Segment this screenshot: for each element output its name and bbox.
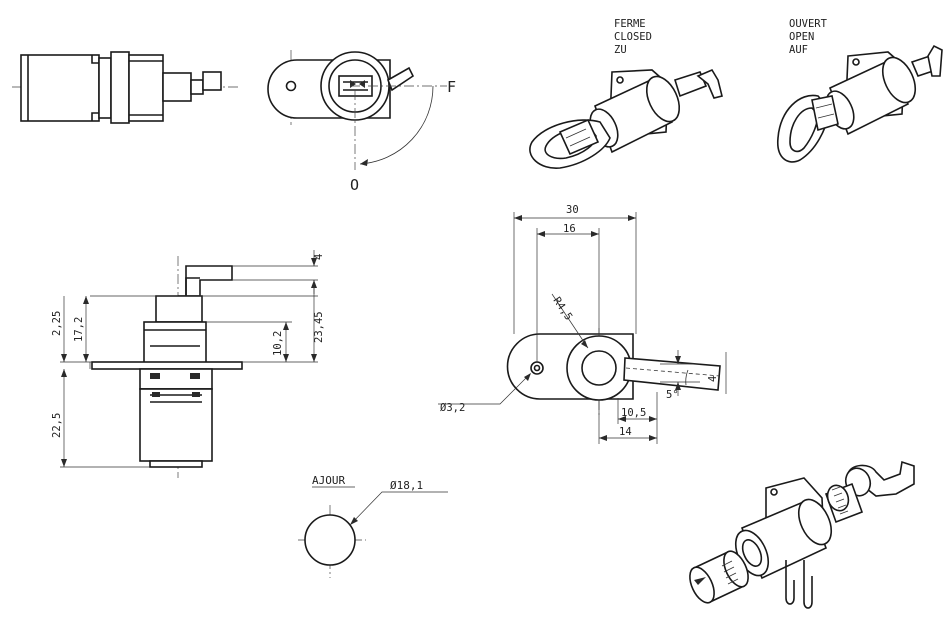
dim-lever-width: 4 — [707, 376, 719, 382]
closed-label-fr: FERME — [614, 18, 646, 30]
dim-hole-spacing: 16 — [563, 223, 576, 235]
dim-lever-reach: 14 — [619, 426, 632, 438]
dim-lever-offset: 10,5 — [621, 407, 646, 419]
dim-flange-width: 30 — [566, 204, 579, 216]
open-label-de: AUF — [789, 44, 808, 56]
cutout-label: AJOUR — [312, 474, 345, 487]
open-label-en: OPEN — [789, 31, 814, 43]
plan-view: 30 16 R4,5 Ø3,2 4 5° 10,5 14 — [438, 204, 727, 444]
cutout-diameter: Ø18,1 — [390, 479, 423, 492]
closed-label-de: ZU — [614, 44, 627, 56]
side-profile-view — [12, 51, 240, 124]
side-elevation-view: 4 23,45 10,2 17,2 2,25 22,5 — [51, 250, 325, 478]
exploded-assembly-illustration — [689, 460, 915, 609]
open-marker-O: O — [350, 176, 359, 194]
dim-overall-height: 23,45 — [313, 311, 325, 343]
closed-state-label: FERME CLOSED ZU — [614, 18, 652, 56]
dim-mount-hole: Ø3,2 — [440, 402, 465, 414]
dim-body-height: 10,2 — [272, 331, 284, 356]
dim-lever-thickness: 4 — [313, 254, 325, 260]
open-label-fr: OUVERT — [789, 18, 828, 30]
closed-label-en: CLOSED — [614, 31, 652, 43]
closed-marker-F: F — [447, 78, 456, 96]
panel-cutout-view: AJOUR Ø18,1 — [298, 474, 448, 578]
front-rotation-view: F O — [267, 50, 456, 194]
closed-lock-illustration — [529, 68, 723, 169]
open-lock-illustration — [777, 44, 943, 163]
dim-lever-angle: 5° — [666, 389, 679, 401]
dim-panel-thickness: 2,25 — [51, 311, 63, 336]
dim-cam-height: 17,2 — [73, 317, 85, 342]
open-state-label: OUVERT OPEN AUF — [789, 18, 828, 56]
dim-radius: R4,5 — [551, 295, 575, 323]
dim-body-length: 22,5 — [51, 413, 63, 438]
